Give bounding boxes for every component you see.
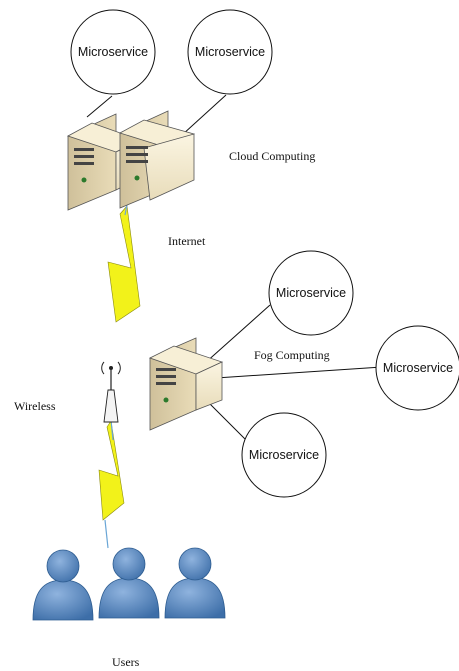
cloud-computing-label: Cloud Computing [229, 149, 315, 163]
wireless-label: Wireless [14, 399, 56, 413]
fog-microservice-3: Microservice [241, 412, 327, 498]
user-icon-2 [98, 547, 160, 619]
cloud-microservice-2: Microservice [187, 9, 273, 95]
fog-computing-label: Fog Computing [254, 348, 330, 362]
fog-microservice-3-label: Microservice [249, 448, 319, 462]
user-icon-3 [164, 547, 226, 619]
internet-label: Internet [168, 234, 206, 248]
wireless-lightning-icon [98, 419, 125, 549]
wireless-antenna-icon [101, 361, 121, 423]
fog-microservice-2: Microservice [375, 325, 459, 411]
fog-server-icon [148, 337, 224, 431]
fog-microservice-1-label: Microservice [276, 286, 346, 300]
fog-microservice-1: Microservice [268, 250, 354, 336]
cloud-microservice-2-label: Microservice [195, 45, 265, 59]
fog-microservice-2-label: Microservice [383, 361, 453, 375]
cloud-server-front-icon [118, 110, 196, 209]
cloud-microservice-1: Microservice [70, 9, 156, 95]
internet-lightning-icon [107, 204, 141, 323]
users-label: Users [112, 655, 140, 669]
cloud-microservice-1-label: Microservice [78, 45, 148, 59]
user-icon-1 [32, 549, 94, 621]
